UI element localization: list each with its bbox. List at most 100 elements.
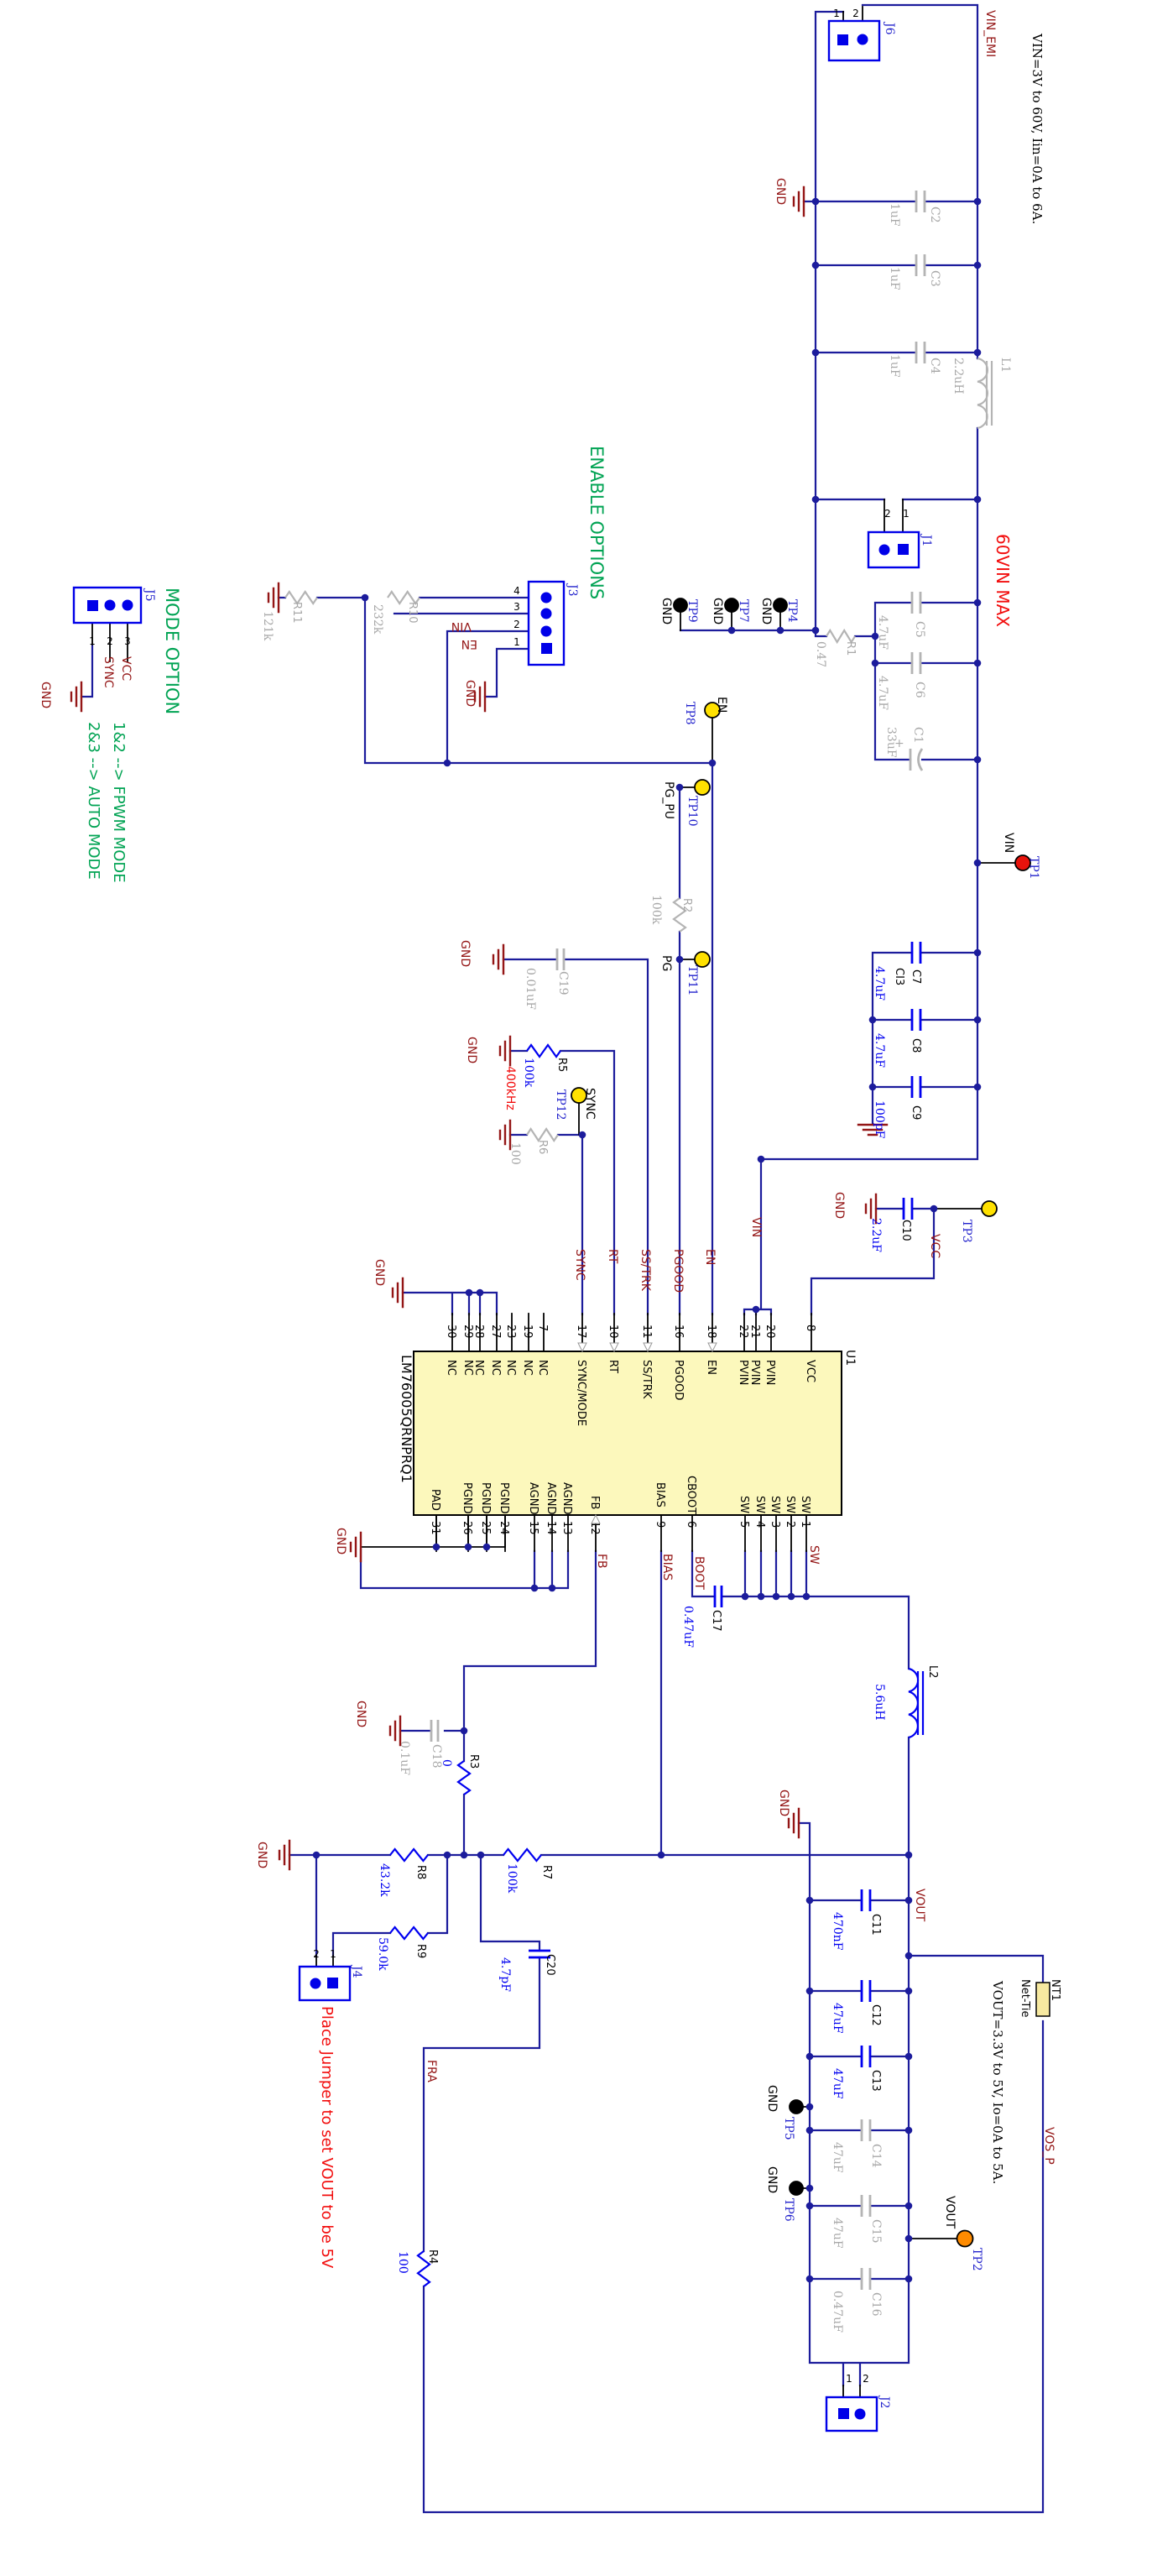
r6-ref: R6	[536, 1140, 549, 1154]
ic-pin-name-23: NC	[504, 1360, 517, 1376]
c9-ref: C9	[910, 1105, 922, 1120]
gnd-label: GND	[777, 1790, 790, 1816]
c1-value: 33uF	[884, 727, 898, 758]
net-rt: RT	[606, 1249, 619, 1264]
tp11-dot	[694, 951, 711, 968]
tp1-dot	[1014, 854, 1031, 871]
r9-value: 59.0k	[376, 1937, 389, 1971]
tp6-net: GND	[765, 2166, 779, 2193]
tp10-dot	[694, 779, 711, 796]
connector-j2[interactable]	[825, 2396, 878, 2432]
nt1-value: Net-Tie	[1019, 1979, 1031, 2017]
c8-symbol	[910, 1009, 922, 1031]
j6-pin2-num: 2	[852, 8, 859, 19]
j3-pin3-num: 3	[513, 601, 520, 613]
connector-j4[interactable]	[298, 1965, 352, 2002]
c18-value: 0.1uF	[398, 1741, 411, 1775]
gnd-label: GND	[39, 682, 52, 708]
c7-value: 4.7uF	[873, 966, 886, 1001]
c19-value: 0.01uF	[524, 968, 537, 1010]
tp9-net: GND	[659, 598, 673, 624]
r10-symbol	[387, 590, 420, 605]
connector-j1[interactable]	[867, 530, 920, 569]
net-vcc: VCC	[928, 1234, 941, 1258]
c20-ref: C20	[544, 1954, 556, 1976]
j5-ref: J5	[143, 588, 156, 602]
ic-ref: U1	[843, 1350, 857, 1366]
gnd-label: GND	[832, 1192, 846, 1219]
ic-pin-num-19: 19	[521, 1325, 534, 1339]
ic-pin-name-8: VCC	[804, 1360, 816, 1382]
tp1-net: VIN	[1002, 833, 1015, 853]
c10-value: 2.2uF	[869, 1218, 883, 1252]
r5-ref: R5	[555, 1058, 568, 1072]
c3-ref: C3	[928, 270, 941, 287]
j6-pin1-num: 1	[833, 8, 840, 19]
tp5-ref: TP5	[782, 2117, 795, 2140]
r7-ref: R7	[540, 1865, 553, 1879]
net-sstrk: SS/TRK	[639, 1249, 652, 1292]
c13-symbol	[860, 2046, 872, 2067]
c14-symbol	[860, 2119, 872, 2141]
ic-pin-num-20: 20	[764, 1325, 776, 1339]
connector-j6[interactable]	[827, 19, 881, 62]
ic-pin-name-27: NC	[489, 1360, 502, 1376]
tp12-net: SYNC	[583, 1088, 597, 1120]
net-pgood: PGOOD	[671, 1249, 685, 1293]
tp12-dot	[571, 1087, 587, 1104]
r8-symbol	[389, 1847, 429, 1863]
tp10-net: PG_PU	[662, 781, 675, 819]
ic-pin-name-12: FB	[588, 1496, 601, 1509]
ic-pin-num-16: 16	[672, 1325, 685, 1339]
c16-symbol	[860, 2268, 872, 2290]
tp8-ref: TP8	[683, 702, 696, 725]
c2-symbol	[915, 191, 926, 212]
ic-part: LM76005QRNPRQ1	[399, 1355, 414, 1483]
nt1-body	[1035, 1982, 1050, 2017]
tp1-ref: TP1	[1027, 856, 1040, 880]
ic-body	[413, 1351, 842, 1516]
r9-ref: R9	[414, 1944, 427, 1958]
junction-dots	[312, 197, 982, 2283]
r3-value: 0	[440, 1759, 453, 1767]
j2-ref: J2	[878, 2395, 891, 2409]
j5-pin2-num: 2	[107, 635, 113, 647]
ic-pin-name-17: SYNC/MODE	[575, 1360, 587, 1426]
mode-line1: 1&2 --> FPWM MODE	[110, 722, 128, 883]
r2-ref: R2	[680, 898, 693, 912]
r4-ref: R4	[426, 2249, 439, 2264]
c2-value: 1uF	[888, 203, 901, 227]
connector-j5[interactable]	[72, 586, 143, 624]
r2-value: 100k	[649, 895, 663, 925]
gnd-symbols	[70, 185, 889, 1871]
tp3-ref: TP3	[960, 1220, 973, 1243]
c2-ref: C2	[928, 206, 941, 223]
connector-j3[interactable]	[527, 580, 566, 666]
c17-symbol	[713, 1586, 723, 1607]
net-bias: BIAS	[660, 1554, 674, 1581]
gnd-label: GND	[463, 680, 477, 707]
j3-ref: J3	[566, 583, 579, 597]
ic-pin-name-22: PVIN	[737, 1360, 749, 1385]
ic-pin-num-30: 30	[445, 1325, 457, 1339]
l2-ref: L2	[926, 1665, 939, 1679]
r6-value: 100	[508, 1142, 522, 1165]
ic-pin-name-30: NC	[445, 1360, 457, 1376]
net-fb: FB	[595, 1554, 608, 1569]
testpoint-dots[interactable]	[571, 598, 1031, 2248]
c15-value: 47uF	[831, 2218, 844, 2249]
ic-pin-name-15: AGND	[527, 1482, 540, 1514]
vin-max-note: 60VIN MAX	[993, 534, 1013, 627]
ic-pin-num-2: 2	[784, 1521, 796, 1528]
tp11-ref: TP11	[685, 965, 699, 996]
ic-pin-num-31: 31	[429, 1521, 441, 1535]
j5-pin3-num: 3	[124, 635, 131, 647]
ic-pin-name-20: PVIN	[764, 1360, 776, 1385]
ic-pin-name-25: PGND	[479, 1482, 492, 1514]
ic-pin-num-10: 10	[607, 1325, 619, 1339]
l1-ref: L1	[998, 358, 1012, 373]
net-wires	[80, 3, 1045, 2514]
ic-pin-name-5: SW	[738, 1496, 750, 1513]
ic-pin-num-3: 3	[769, 1521, 781, 1528]
